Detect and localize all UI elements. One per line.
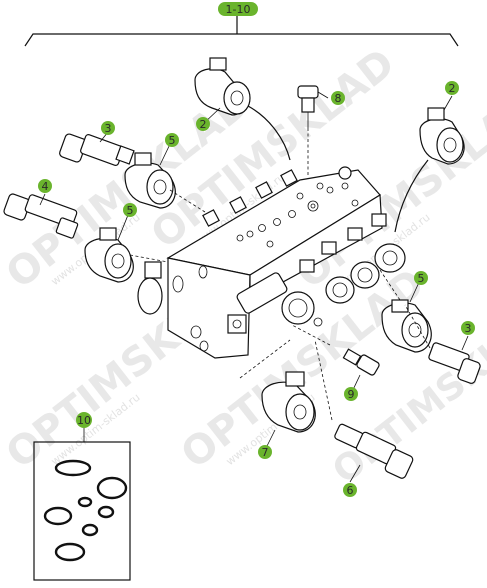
callout-label: 5 — [169, 134, 176, 147]
callout-c9: 9 — [344, 387, 358, 401]
group-label-text: 1-10 — [226, 3, 251, 16]
callout-label: 2 — [200, 118, 207, 131]
group-label-1-10: 1-10 — [218, 2, 258, 16]
callout-label: 10 — [77, 414, 91, 427]
callout-c4: 4 — [38, 179, 52, 193]
solenoid-coil-5-right — [381, 299, 432, 353]
callout-c2a: 2 — [196, 117, 210, 131]
solenoid-coil-5-left-upper — [124, 152, 176, 209]
callout-label: 4 — [42, 180, 49, 193]
cartridge-valve-6 — [314, 339, 414, 479]
callout-layer: 1-10 2 2 3 3 4 5 5 5 6 7 8 9 10 — [38, 2, 475, 497]
callout-c10: 10 — [76, 412, 92, 428]
callout-label: 7 — [262, 446, 269, 459]
callout-label: 9 — [348, 388, 355, 401]
assembly-guides — [129, 189, 431, 349]
callout-c5b: 5 — [123, 203, 137, 217]
callout-label: 3 — [105, 122, 112, 135]
cartridge-valve-3-left — [59, 133, 135, 166]
callout-label: 5 — [418, 272, 425, 285]
relief-valve-8 — [297, 85, 319, 175]
callout-c8: 8 — [331, 91, 345, 105]
callout-c7: 7 — [258, 445, 272, 459]
check-valve-9 — [291, 324, 380, 376]
callout-label: 5 — [127, 204, 134, 217]
callout-label: 8 — [335, 92, 342, 105]
callout-c3a: 3 — [101, 121, 115, 135]
solenoid-coil-2-right — [394, 107, 465, 233]
callout-c5a: 5 — [165, 133, 179, 147]
valve-block — [137, 166, 406, 359]
callout-c2b: 2 — [445, 81, 459, 95]
callout-label: 2 — [449, 82, 456, 95]
callout-c5c: 5 — [414, 271, 428, 285]
cartridge-valve-4 — [3, 193, 79, 239]
callout-label: 3 — [465, 322, 472, 335]
callout-c6: 6 — [343, 483, 357, 497]
solenoid-coil-2-left — [194, 57, 291, 161]
callout-label: 6 — [347, 484, 354, 497]
group-bracket — [24, 14, 459, 47]
callout-c3b: 3 — [461, 321, 475, 335]
cartridge-valve-3-right — [428, 342, 481, 384]
seal-kit-10 — [33, 428, 131, 581]
solenoid-coil-5-left-lower — [84, 227, 134, 283]
solenoid-coil-7 — [239, 339, 316, 433]
